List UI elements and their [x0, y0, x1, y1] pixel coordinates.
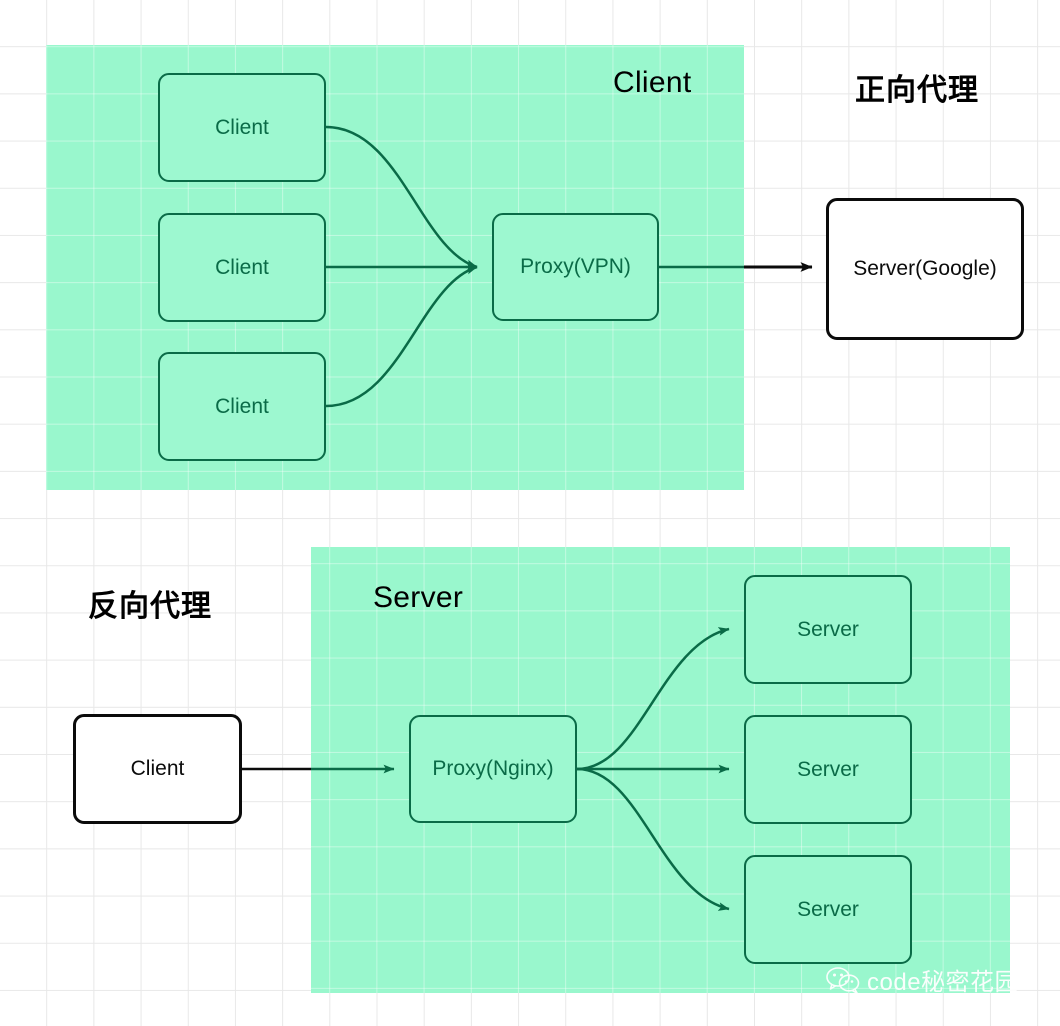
wechat-icon: [826, 966, 860, 994]
node-client-1[interactable]: Client: [158, 73, 326, 182]
node-server-3[interactable]: Server: [744, 855, 912, 964]
node-server-1[interactable]: Server: [744, 575, 912, 684]
node-server-google[interactable]: Server(Google): [826, 198, 1024, 340]
node-proxy-nginx[interactable]: Proxy(Nginx): [409, 715, 577, 823]
node-client-3[interactable]: Client: [158, 352, 326, 461]
node-client-reverse[interactable]: Client: [73, 714, 242, 824]
watermark: code秘密花园: [826, 962, 1019, 997]
node-client-2[interactable]: Client: [158, 213, 326, 322]
node-proxy-vpn[interactable]: Proxy(VPN): [492, 213, 659, 321]
section-title-forward-proxy: 正向代理: [855, 74, 979, 107]
panel-title-client: Client: [613, 66, 692, 99]
section-title-reverse-proxy: 反向代理: [88, 590, 212, 623]
panel-title-server: Server: [373, 581, 464, 614]
node-server-2[interactable]: Server: [744, 715, 912, 824]
watermark-text: code秘密花园: [867, 969, 1020, 996]
